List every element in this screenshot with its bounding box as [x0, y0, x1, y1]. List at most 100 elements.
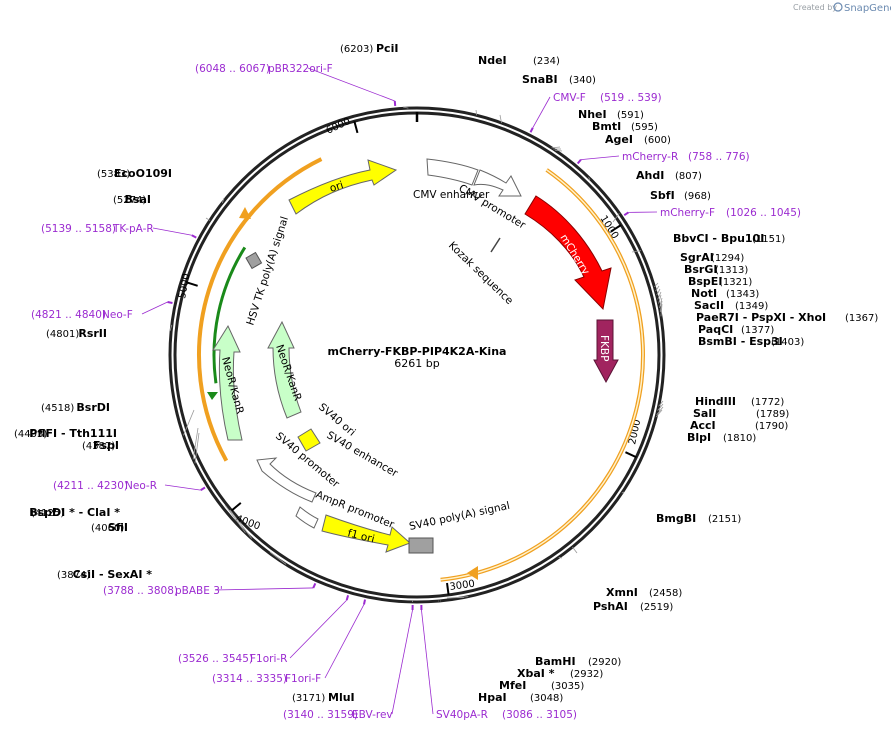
ori-feature	[288, 159, 398, 215]
enzyme-position: (4060)	[91, 523, 124, 534]
enzyme-name: NotI	[691, 287, 717, 300]
primer-leader-line	[164, 484, 201, 491]
enzyme-name: AgeI	[605, 133, 633, 146]
primer-range: (758 .. 776)	[688, 151, 750, 163]
enzyme-leader-line	[221, 197, 225, 204]
primer-mark	[312, 582, 317, 589]
enzyme-position: (1789)	[756, 409, 789, 420]
primer-range: (3526 .. 3545)	[178, 653, 253, 665]
enzyme-leader-line	[612, 213, 620, 223]
tick-line	[230, 502, 242, 512]
enzyme-name: BmgBI	[656, 512, 696, 525]
primer-mark	[345, 595, 350, 601]
enzyme-position: (968)	[684, 191, 711, 202]
enzyme-name: BbvCI - Bpu10I	[673, 232, 764, 245]
primer-range: (3314 .. 3335)	[212, 673, 287, 685]
enzyme-position: (3048)	[530, 693, 563, 704]
tick-line	[185, 281, 198, 287]
enzyme-name: SacII	[694, 299, 724, 312]
primer-range: (519 .. 539)	[600, 92, 662, 104]
enzyme-position: (1321)	[719, 277, 752, 288]
neo-orf-arrowhead	[239, 207, 251, 219]
primer-range: (4821 .. 4840)	[31, 309, 106, 321]
enzyme-leader-line	[169, 324, 173, 332]
enzyme-position: (1790)	[755, 421, 788, 432]
enzyme-leader-line	[194, 432, 200, 464]
primer-name: mCherry-F	[660, 207, 715, 219]
enzyme-position: (1343)	[726, 289, 759, 300]
tick-line	[625, 451, 637, 459]
enzyme-name: BamHI	[535, 655, 576, 668]
mcherry-feature	[524, 195, 612, 311]
enzyme-name: SgrAI	[680, 251, 714, 264]
enzyme-name: RsrII	[78, 327, 107, 340]
enzyme-name: SfiI	[108, 521, 128, 534]
primer-mark	[200, 486, 206, 491]
f1-ori-feature	[321, 514, 411, 553]
kozak-marker	[490, 237, 501, 253]
backbone-outer-ring	[168, 106, 666, 604]
enzyme-position: (1294)	[711, 253, 744, 264]
enzyme-name: HpaI	[478, 691, 507, 704]
primer-range: (3086 .. 3105)	[502, 709, 577, 721]
site-annotations: PciI(6203)NdeI(234)SnaBI(340)NheI(591)Bm…	[14, 42, 878, 721]
enzyme-name: BspEI	[688, 275, 722, 288]
enzyme-position: (3035)	[551, 681, 584, 692]
enzyme-name: FspI	[93, 439, 119, 452]
primer-leader-line	[152, 227, 192, 236]
enzyme-name: BmtI	[592, 120, 621, 133]
primer-range: (3140 .. 3159)	[283, 709, 358, 721]
enzyme-leader-line	[656, 406, 664, 416]
enzyme-position: (3171)	[292, 693, 325, 704]
primer-leader-line	[307, 67, 395, 102]
brand-name: SnapGene	[844, 3, 891, 14]
primer-mark	[167, 301, 173, 305]
primer-range: (5139 .. 5158)	[41, 223, 116, 235]
primer-name: pBR322ori-F	[268, 63, 333, 75]
brand-prefix: Created by	[793, 3, 837, 12]
enzyme-position: (6203)	[340, 44, 373, 55]
enzyme-leader-line	[269, 551, 287, 565]
enzyme-position: (3874)	[57, 570, 90, 581]
primer-mark	[363, 599, 367, 605]
snapgene-logo-icon	[833, 2, 843, 12]
enzyme-position: (1151)	[752, 234, 785, 245]
enzyme-leader-line	[588, 177, 591, 181]
enzyme-leader-line	[659, 297, 663, 308]
primer-leader-line	[391, 609, 413, 715]
enzyme-name: SbfI	[650, 189, 675, 202]
primer-mark	[191, 234, 197, 239]
enzyme-leader-line	[631, 250, 641, 253]
enzyme-name: CsiI - SexAI *	[73, 568, 153, 581]
primer-name: F1ori-R	[250, 653, 287, 665]
enzyme-name: SnaBI	[522, 73, 558, 86]
enzyme-leader-line	[183, 409, 195, 436]
enzyme-leader-line	[655, 409, 663, 418]
primer-name: EBV-rev	[352, 709, 393, 721]
primer-leader-line	[324, 604, 365, 679]
enzyme-position: (234)	[533, 56, 560, 67]
enzyme-position: (1349)	[735, 301, 768, 312]
enzyme-leader-line	[229, 509, 253, 539]
enzyme-position: (340)	[569, 75, 596, 86]
enzyme-leader-line	[499, 114, 502, 123]
enzyme-leader-line	[656, 288, 661, 296]
ampr-promoter-feature	[295, 506, 319, 529]
cmv-enhancer-label: CMV enhancer	[413, 189, 490, 201]
primer-name: pBABE 3'	[175, 585, 223, 597]
tick-line	[353, 120, 359, 134]
enzyme-position: (2920)	[588, 657, 621, 668]
enzyme-position: (591)	[617, 110, 644, 121]
cmv-enhancer-feature	[426, 158, 479, 186]
enzyme-position: (2519)	[640, 602, 673, 613]
enzyme-leader-line	[621, 491, 625, 494]
enzyme-name: EcoO109I	[114, 167, 172, 180]
tick-label: 6000	[325, 116, 353, 137]
enzyme-position: (807)	[675, 171, 702, 182]
enzyme-leader-line	[402, 106, 409, 109]
enzyme-position: (4403)	[14, 429, 47, 440]
plasmid-name: mCherry-FKBP-PIP4K2A-Kina	[328, 345, 507, 358]
enzyme-leader-line	[658, 400, 664, 407]
